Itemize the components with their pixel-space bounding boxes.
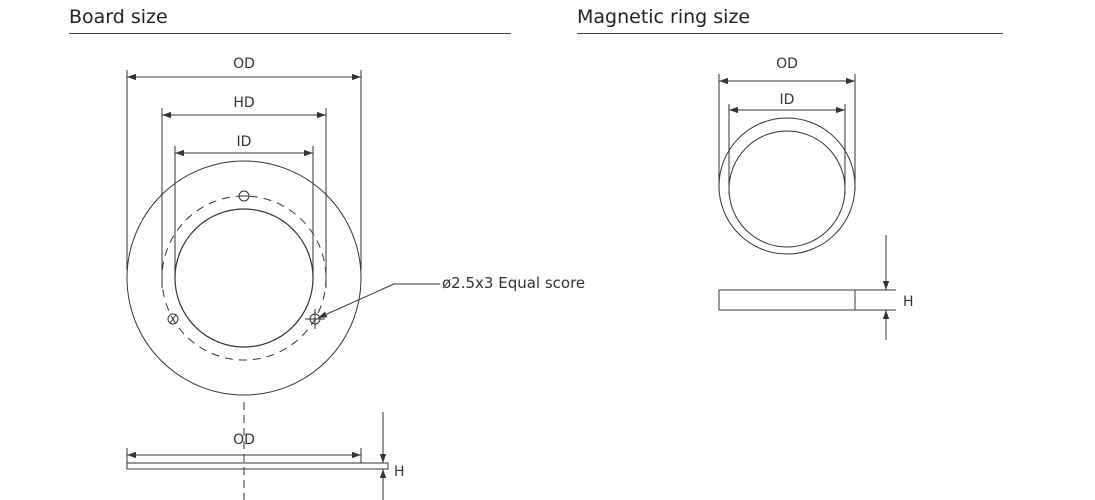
board-od-label: OD <box>233 56 255 72</box>
board-side-profile <box>126 462 389 470</box>
ring-h-label: H <box>903 294 914 310</box>
ring-title-underline <box>577 33 1003 34</box>
hole-callout-label: ø2.5x3 Equal score <box>442 274 585 292</box>
ring-od-label: OD <box>776 56 798 72</box>
ring-top-view <box>718 74 856 255</box>
ring-size-title: Magnetic ring size <box>577 6 751 28</box>
ring-inner-circle <box>728 130 846 248</box>
board-size-title: Board size <box>69 6 168 28</box>
mounting-hole-top <box>238 190 250 202</box>
board-side-h-label: H <box>394 464 405 480</box>
hole-callout-leader-diag <box>317 283 395 319</box>
ring-id-label: ID <box>780 92 795 108</box>
board-id-label: ID <box>237 134 252 150</box>
board-inner-circle <box>174 208 314 348</box>
board-hole-pitch-circle <box>161 195 327 361</box>
board-title-underline <box>69 33 511 34</box>
mounting-hole-left <box>167 313 179 325</box>
ring-side-view <box>718 235 896 340</box>
ring-side-profile <box>718 289 856 311</box>
board-hd-label: HD <box>233 95 254 111</box>
board-side-od-label: OD <box>233 432 255 448</box>
board-outer-circle <box>126 160 362 396</box>
mounting-hole-right <box>305 309 325 329</box>
ring-outer-circle <box>718 117 856 255</box>
board-top-view <box>126 70 440 396</box>
board-side-view <box>126 402 389 500</box>
